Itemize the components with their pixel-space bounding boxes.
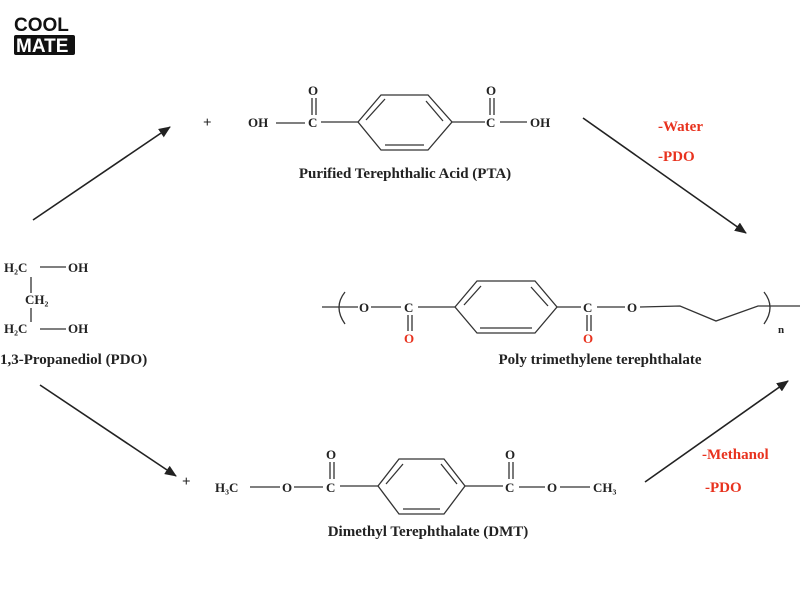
atom: C xyxy=(404,300,413,315)
repeat-unit-n: n xyxy=(778,324,784,336)
atom: O xyxy=(359,300,369,315)
atom: O xyxy=(308,83,318,98)
benzene-ring xyxy=(377,458,466,515)
atom: O xyxy=(326,447,336,462)
pta-structure: OH C O C O OH xyxy=(248,83,550,151)
atom: O xyxy=(547,480,557,495)
coolmate-logo: COOL MATE xyxy=(14,15,75,57)
arrow-dmt-to-ptt xyxy=(644,380,789,483)
atom: C xyxy=(505,480,514,495)
atom: O xyxy=(627,300,637,315)
atom: C xyxy=(486,115,495,130)
propylene-chain xyxy=(639,305,800,322)
pdo-label: 1,3-Propanediol (PDO) xyxy=(0,352,147,368)
atom: C xyxy=(308,115,317,130)
atom: OH xyxy=(68,260,88,275)
atom-red-oxygen: O xyxy=(404,331,414,346)
atom: O xyxy=(505,447,515,462)
logo-box xyxy=(14,35,75,55)
atom: O xyxy=(282,480,292,495)
atom: OH xyxy=(68,321,88,336)
atom: CH₂ xyxy=(25,292,49,307)
atom: CH₃ xyxy=(593,480,617,495)
atom: O xyxy=(486,83,496,98)
plus-sign-dmt: + xyxy=(182,474,191,490)
benzene-ring xyxy=(357,94,453,151)
condition-pdo-2: -PDO xyxy=(705,480,742,496)
atom: C xyxy=(326,480,335,495)
atom: H₂C xyxy=(4,321,27,336)
atom: OH xyxy=(530,115,550,130)
dmt-structure: H₃C O C O C O O CH₃ xyxy=(215,447,617,515)
dmt-label: Dimethyl Terephthalate (DMT) xyxy=(328,524,529,540)
condition-methanol: -Methanol xyxy=(702,447,769,463)
pta-label: Purified Terephthalic Acid (PTA) xyxy=(299,166,511,182)
atom: OH xyxy=(248,115,268,130)
benzene-ring xyxy=(454,280,558,334)
atom: H₃C xyxy=(215,480,238,495)
ptt-structure: O C O C O O n xyxy=(322,280,800,346)
left-bracket xyxy=(338,291,346,325)
condition-pdo-1: -PDO xyxy=(658,149,695,165)
logo-line1: COOL xyxy=(14,15,69,36)
right-bracket xyxy=(763,291,771,325)
pdo-structure: H₂C OH CH₂ H₂C OH xyxy=(4,260,88,336)
atom: C xyxy=(583,300,592,315)
ptt-label: Poly trimethylene terephthalate xyxy=(498,352,701,368)
atom: H₂C xyxy=(4,260,27,275)
condition-water: -Water xyxy=(658,119,703,135)
plus-sign-pta: + xyxy=(203,115,212,131)
logo-line2: MATE xyxy=(16,36,68,57)
arrow-pta-to-ptt xyxy=(582,117,747,234)
arrow-pdo-to-dmt xyxy=(39,384,177,477)
atom-red-oxygen: O xyxy=(583,331,593,346)
arrow-pdo-to-pta xyxy=(32,126,171,221)
